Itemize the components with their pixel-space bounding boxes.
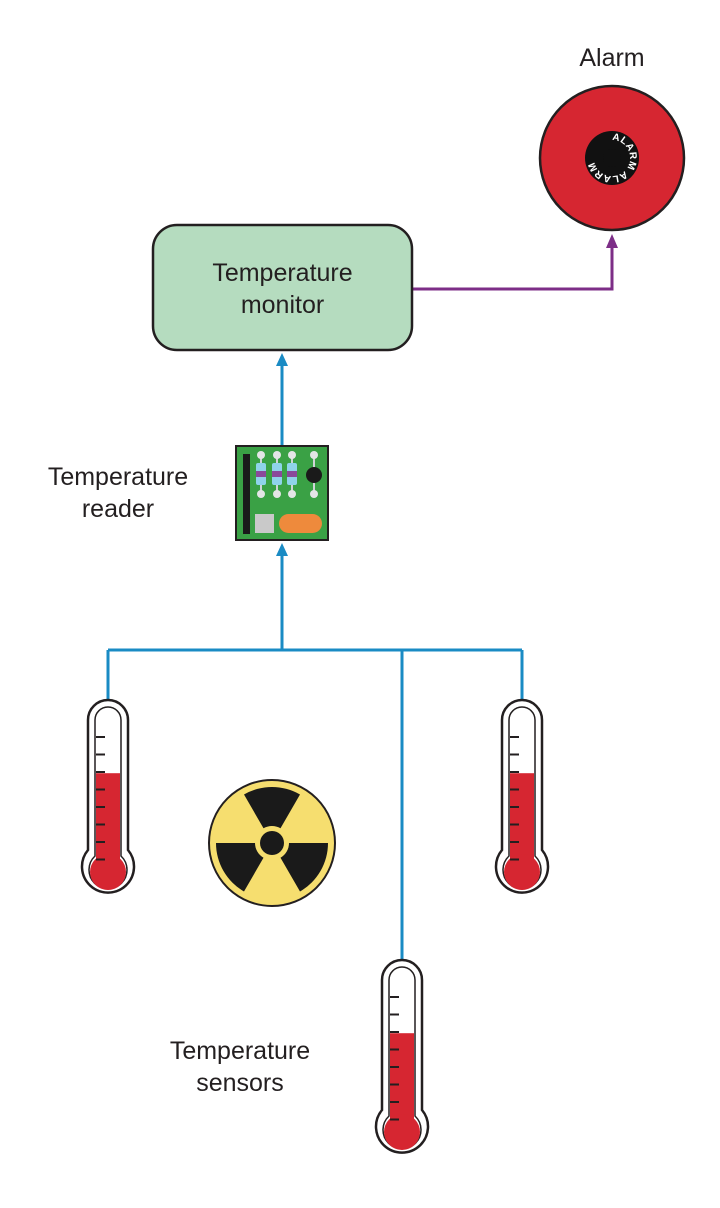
mercury-bulb	[504, 854, 540, 890]
mercury-column	[390, 1033, 414, 1124]
temperature-monitor-label: Temperature monitor	[153, 257, 412, 321]
reader-label-line2: reader	[81, 495, 155, 523]
mercury-column	[96, 773, 120, 864]
arrow-into-alarm	[606, 234, 618, 248]
arrow-into-monitor	[276, 353, 288, 366]
temperature-monitor-box	[151, 223, 414, 352]
alarm-bell-icon: ALARM ALARM	[538, 84, 686, 232]
temperature-reader-label: Temperature reader	[18, 461, 218, 525]
mercury-bulb	[384, 1114, 420, 1150]
thermometer-left-icon	[80, 698, 136, 894]
mercury-bulb	[90, 854, 126, 890]
alarm-label: Alarm	[552, 42, 672, 74]
thermometer-bottom-icon	[374, 958, 430, 1154]
monitor-label-line1: Temperature	[212, 259, 353, 287]
mercury-column	[510, 773, 534, 864]
alarm-label-text: Alarm	[579, 44, 645, 72]
thermometer-right-icon	[494, 698, 550, 894]
monitor-label-line2: monitor	[240, 291, 325, 319]
temperature-sensors-label: Temperature sensors	[140, 1035, 340, 1099]
reader-label-line1: Temperature	[47, 463, 189, 491]
temperature-sensors-group	[80, 698, 550, 1154]
radiation-blade	[244, 787, 300, 829]
radiation-hazard-icon	[208, 779, 336, 907]
sensor-bus-lines	[106, 553, 524, 960]
radiation-blade	[216, 843, 264, 892]
radiation-center	[260, 831, 284, 855]
arrow-into-reader	[276, 543, 288, 556]
monitor-to-alarm-line	[412, 246, 614, 291]
radiation-blade	[280, 843, 328, 892]
sensors-label-line2: sensors	[196, 1069, 284, 1097]
temperature-reader-pcb-icon	[235, 445, 329, 541]
sensors-label-line1: Temperature	[169, 1037, 311, 1065]
